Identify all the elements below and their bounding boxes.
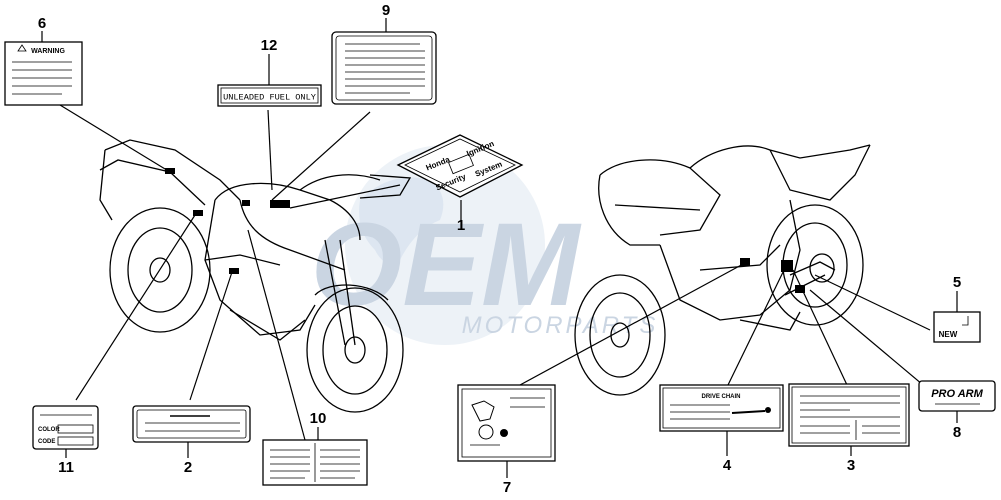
callout-9: 9 — [382, 2, 390, 19]
code-label-text: CODE — [38, 439, 55, 445]
callout-5: 5 — [953, 274, 961, 291]
warning-label: WARNING — [4, 41, 83, 106]
info-label-2 — [132, 405, 251, 443]
fuel-label-text: UNLEADED FUEL ONLY — [223, 93, 316, 103]
callout-1: 1 — [457, 217, 465, 234]
new-label: NEW — [933, 311, 981, 343]
callout-6: 6 — [38, 15, 46, 32]
ignition-security-label: Honda Ignition Security System — [396, 134, 524, 198]
new-label-text: NEW — [939, 330, 958, 339]
callout-10: 10 — [310, 410, 327, 427]
callout-stubs — [41, 18, 958, 478]
drive-chain-text: DRIVE CHAIN — [701, 394, 740, 400]
info-label-10 — [262, 439, 368, 486]
callout-4: 4 — [723, 457, 732, 474]
callout-2: 2 — [184, 459, 192, 476]
warning-label-text: WARNING — [31, 48, 65, 55]
right-motorcycle — [574, 144, 871, 396]
callout-3: 3 — [847, 457, 855, 474]
drive-chain-label: DRIVE CHAIN — [659, 384, 784, 432]
info-label-7 — [457, 384, 556, 462]
callout-8: 8 — [953, 424, 961, 441]
callout-numbers: 1 2 3 4 5 6 7 8 9 10 11 12 — [38, 2, 961, 496]
watermark-logo: OEM — [311, 199, 582, 331]
left-motorcycle — [99, 139, 412, 413]
leader-lines — [59, 104, 936, 441]
fuel-label: UNLEADED FUEL ONLY — [217, 84, 322, 107]
color-label-text: COLOR — [38, 427, 60, 433]
proarm-label: PRO ARM — [918, 380, 996, 412]
info-label-9 — [331, 31, 437, 105]
info-label-3 — [788, 383, 910, 447]
proarm-label-text: PRO ARM — [931, 388, 983, 400]
callout-11: 11 — [58, 459, 74, 476]
color-code-label: COLOR CODE — [32, 405, 99, 450]
watermark-text: MOTORPARTS — [462, 312, 659, 339]
callout-12: 12 — [261, 37, 278, 54]
callout-7: 7 — [503, 479, 511, 496]
label-markers — [165, 168, 805, 293]
